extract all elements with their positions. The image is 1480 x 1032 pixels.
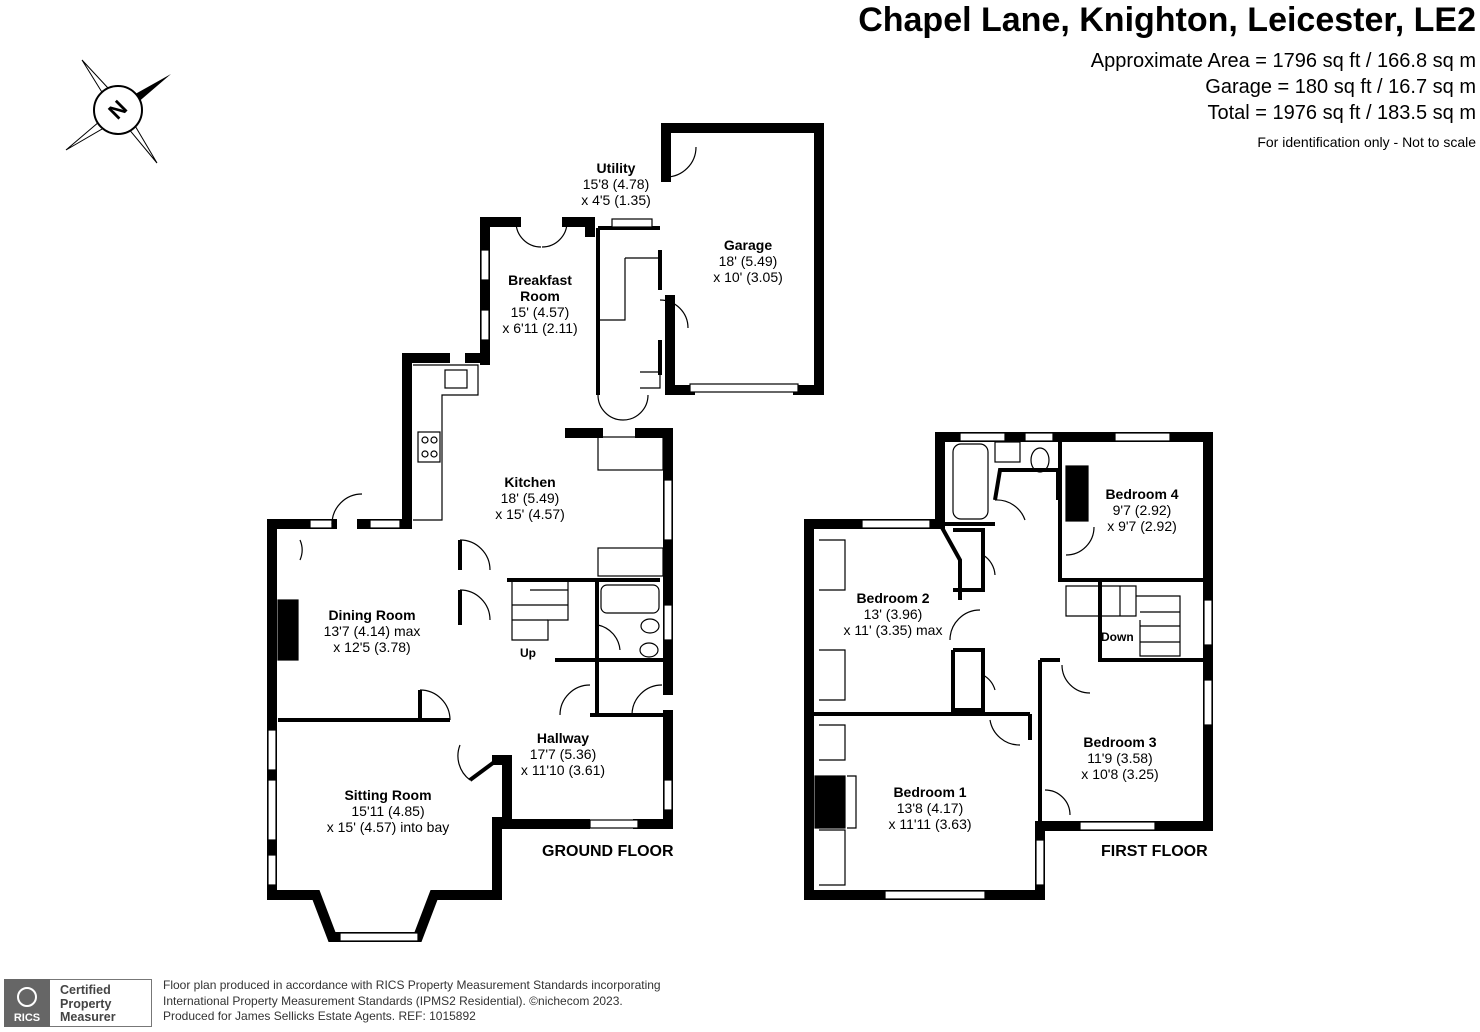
cert-line: Property [60,996,112,1011]
room-name: Room [520,288,560,304]
room-name: Sitting Room [344,787,432,803]
room-name: Bedroom 2 [856,590,930,606]
room-dim: 13'8 (4.17) [896,800,964,816]
room-name: Dining Room [328,607,416,623]
room-label-kitchen: Kitchen 18' (5.49) x 15' (4.57) [495,474,565,522]
room-label-bedroom-4: Bedroom 4 9'7 (2.92) x 9'7 (2.92) [1105,486,1178,534]
footer-line: Produced for James Sellicks Estate Agent… [163,1009,476,1023]
room-label-breakfast-room: Breakfast Room 15' (4.57) x 6'11 (2.11) [502,272,577,336]
room-dim: 11'9 (3.58) [1087,750,1153,766]
ground-floor-internal-walls [278,226,664,782]
cert-line: Certified [60,983,111,997]
room-label-dining-room: Dining Room 13'7 (4.14) max x 12'5 (3.78… [324,607,421,655]
room-dim: x 11'10 (3.61) [520,762,606,778]
room-dim: 13' (3.96) [863,606,923,622]
room-dim: 13'7 (4.14) max [323,623,421,639]
room-dim: 9'7 (2.92) [1112,502,1172,518]
area-garage: Garage = 180 sq ft / 16.7 sq m [1205,76,1476,98]
disclaimer-note: For identification only - Not to scale [1257,134,1476,150]
room-label-bedroom-1: Bedroom 1 13'8 (4.17) x 11'11 (3.63) [888,784,971,832]
ground-floor-fixtures [267,146,799,942]
stairs-down-label: Down [1101,630,1134,644]
room-dim: x 6'11 (2.11) [502,320,578,336]
room-label-bedroom-2: Bedroom 2 13' (3.96) x 11' (3.35) max [844,590,943,638]
room-dim: 17'7 (5.36) [529,746,597,762]
rics-logo-text: RICS [14,1012,40,1024]
ground-floor-label: GROUND FLOOR [542,843,674,860]
stairs-up-label: Up [520,646,536,660]
room-dim: x 12'5 (3.78) [333,639,411,655]
area-total: Total = 1976 sq ft / 183.5 sq m [1207,102,1477,124]
room-dim: x 15' (4.57) [495,506,565,522]
room-dim: 18' (5.49) [500,490,560,506]
room-dim: x 11' (3.35) max [843,622,943,638]
room-name: Utility [596,160,636,176]
footer-line: International Property Measurement Stand… [163,993,623,1008]
room-dim: x 11'11 (3.63) [888,816,972,832]
room-name: Bedroom 1 [893,784,967,800]
room-label-sitting-room: Sitting Room 15'11 (4.85) x 15' (4.57) i… [327,787,450,835]
room-name: Bedroom 3 [1083,734,1157,750]
certified-measurer-text: Certified Property Measurer [60,983,116,1025]
property-title: Chapel Lane, Knighton, Leicester, LE2 [858,1,1476,39]
room-dim: 15' (4.57) [510,304,570,320]
footer-notes: Floor plan produced in accordance with R… [163,978,661,1025]
room-label-hallway: Hallway 17'7 (5.36) x 11'10 (3.61) [521,730,605,778]
area-main: Approximate Area = 1796 sq ft / 166.8 sq… [1090,50,1476,72]
room-dim: 15'11 (4.85) [351,803,425,819]
rics-badge: RICS [4,979,152,1027]
compass-rose-icon: N [65,59,171,164]
room-label-bedroom-3: Bedroom 3 11'9 (3.58) x 10'8 (3.25) [1081,734,1158,782]
room-label-garage: Garage 18' (5.49) x 10' (3.05) [713,237,783,285]
ground-floor-walls [267,123,824,942]
room-name: Bedroom 4 [1105,486,1179,502]
room-dim: x 4'5 (1.35) [581,192,651,208]
room-dim: 18' (5.49) [718,253,778,269]
room-name: Garage [723,237,773,253]
footer-line: Floor plan produced in accordance with R… [163,978,661,992]
room-dim: x 10'8 (3.25) [1081,766,1159,782]
room-label-utility: Utility 15'8 (4.78) x 4'5 (1.35) [581,160,651,208]
first-floor-fixtures [814,432,1213,900]
room-dim: x 10' (3.05) [713,269,783,285]
first-floor-label: FIRST FLOOR [1101,843,1208,860]
cert-line: Measurer [60,1010,116,1024]
rics-logo-icon [17,987,37,1007]
room-name: Breakfast [508,272,572,288]
room-name: Hallway [536,730,590,746]
room-dim: x 9'7 (2.92) [1107,518,1177,534]
room-name: Kitchen [504,474,556,490]
room-dim: 15'8 (4.78) [582,176,650,192]
room-dim: x 15' (4.57) into bay [326,819,450,835]
